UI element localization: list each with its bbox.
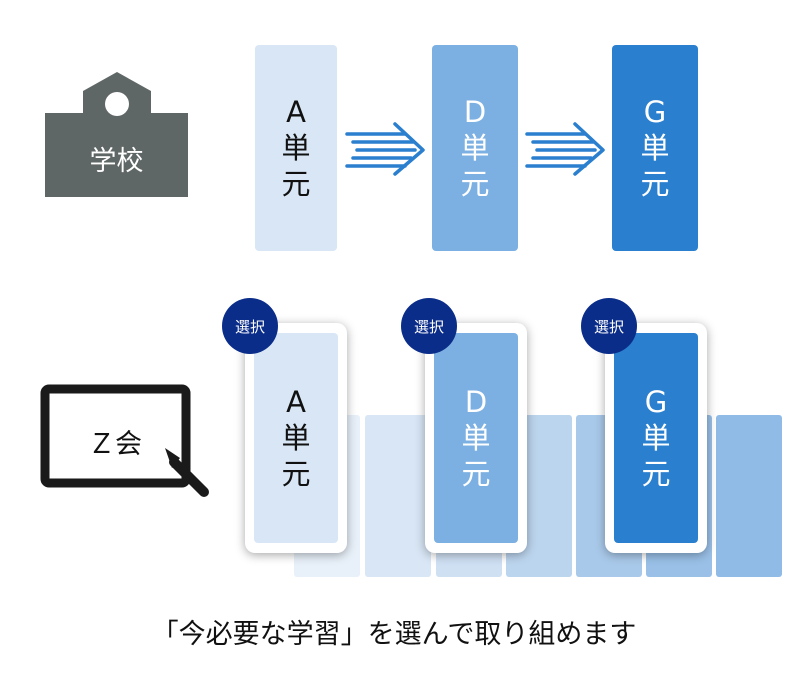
zkai-label: Ｚ会 xyxy=(88,429,142,460)
selected-card-a[interactable]: A 単 元 xyxy=(245,323,347,553)
unit-bar xyxy=(365,415,431,577)
unit-bar xyxy=(716,415,782,577)
caption: 「今必要な学習」を選んで取り組めます xyxy=(151,619,637,650)
zkai-unit-a: A 単 元 xyxy=(254,333,338,543)
zkai-unit-g: G 単 元 xyxy=(614,333,698,543)
arrow-icon xyxy=(523,120,613,176)
tablet-icon: Ｚ会 xyxy=(40,384,210,500)
school-building-shape xyxy=(45,72,188,197)
select-badge: 選択 xyxy=(581,298,637,354)
selected-card-d[interactable]: D 単 元 xyxy=(425,323,527,553)
arrow-icon xyxy=(343,120,433,176)
zkai-unit-d: D 単 元 xyxy=(434,333,518,543)
school-icon: 学校 xyxy=(45,69,188,197)
school-unit-g: G 単 元 xyxy=(612,45,698,251)
select-badge: 選択 xyxy=(401,298,457,354)
selected-card-g[interactable]: G 単 元 xyxy=(605,323,707,553)
select-badge: 選択 xyxy=(222,298,278,354)
school-unit-a: A 単 元 xyxy=(255,45,337,251)
school-label: 学校 xyxy=(89,146,144,177)
school-unit-d: D 単 元 xyxy=(432,45,518,251)
